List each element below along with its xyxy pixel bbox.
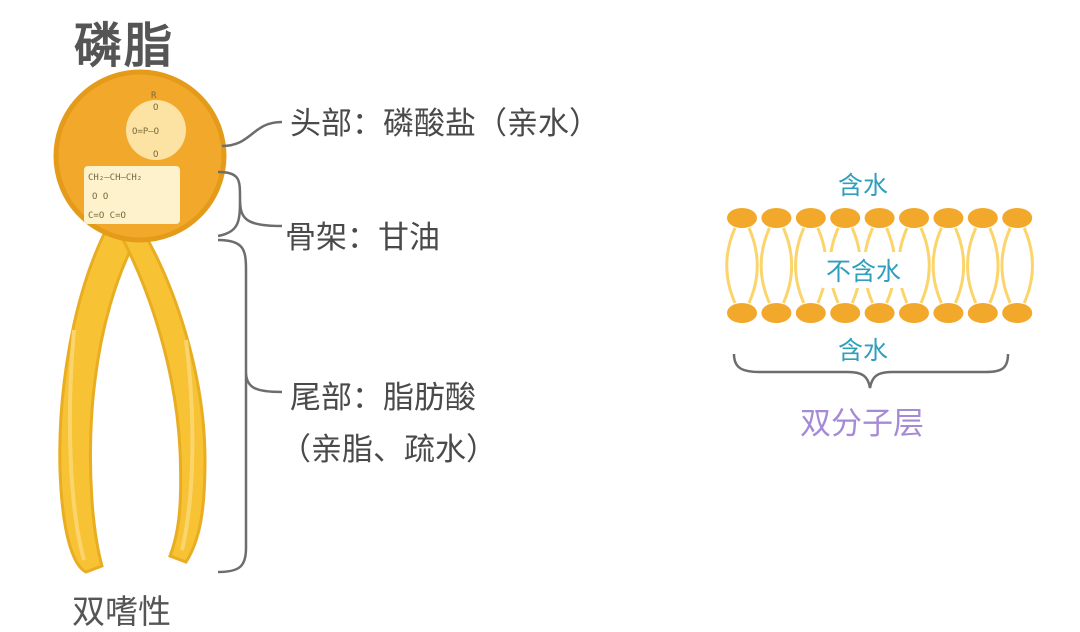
bilayer-head <box>795 208 826 228</box>
tail-highlight-right <box>180 339 195 551</box>
tail-highlight-left <box>67 329 86 561</box>
bracket-backbone <box>217 170 283 238</box>
bilayer-name: 双分子层 <box>800 406 924 442</box>
fatty-acid-tail-right <box>117 224 207 564</box>
bilayer-head <box>761 303 792 323</box>
bracket-tail <box>217 238 283 574</box>
chem-r-group: R <box>151 91 157 101</box>
bilayer-heads-bottom <box>727 303 1033 323</box>
label-amphiphilic: 双嗜性 <box>72 592 171 631</box>
bilayer-head <box>1002 208 1033 228</box>
bilayer-head <box>933 303 964 323</box>
bilayer-middle-label: 不含水 <box>822 252 906 288</box>
bilayer-head <box>795 303 826 323</box>
bilayer-head <box>933 208 964 228</box>
bilayer-heads-top <box>727 208 1033 228</box>
bilayer-bottom-label: 含水 <box>838 336 889 365</box>
chem-o-upper: O <box>153 103 158 113</box>
bilayer-tail-pair <box>759 227 794 304</box>
bilayer-head <box>727 303 757 323</box>
bilayer-head <box>761 208 792 228</box>
chem-carbonyl: C=O C=O <box>88 211 126 221</box>
bilayer-brace <box>732 353 1010 389</box>
fatty-acid-tail-left <box>58 224 143 574</box>
label-tail: 尾部：脂肪酸 <box>290 380 476 416</box>
bracket-head <box>221 120 283 148</box>
page-title: 磷脂 <box>74 18 175 74</box>
glycerol-backbone-bg <box>84 166 180 224</box>
bilayer-head <box>864 208 895 228</box>
label-head: 头部：磷酸盐（亲水） <box>290 106 600 142</box>
chem-o-lower: O <box>153 150 158 160</box>
bilayer-head <box>967 208 998 228</box>
bilayer-top-label: 含水 <box>838 171 889 200</box>
bilayer-tail-pair <box>931 227 966 304</box>
bilayer-head <box>899 208 929 228</box>
bilayer-head <box>830 208 861 228</box>
chem-phosphate: O=P–O <box>132 127 159 137</box>
label-tail-property: （亲脂、疏水） <box>280 432 497 468</box>
bilayer-head <box>1002 303 1033 323</box>
phosphate-group-bg <box>126 100 186 160</box>
bilayer-tail-pair <box>725 227 759 304</box>
chem-glycerol: CH₂–CH–CH₂ <box>88 173 142 183</box>
bilayer-head <box>899 303 929 323</box>
bilayer-head <box>864 303 895 323</box>
bilayer-head <box>967 303 998 323</box>
chem-ester-oxygen: O O <box>92 192 108 202</box>
bilayer-head <box>830 303 861 323</box>
label-backbone: 骨架：甘油 <box>285 220 440 256</box>
bilayer-head <box>727 208 757 228</box>
bilayer-tail-pair <box>1000 227 1034 304</box>
bilayer-tail-pair <box>966 227 1000 304</box>
